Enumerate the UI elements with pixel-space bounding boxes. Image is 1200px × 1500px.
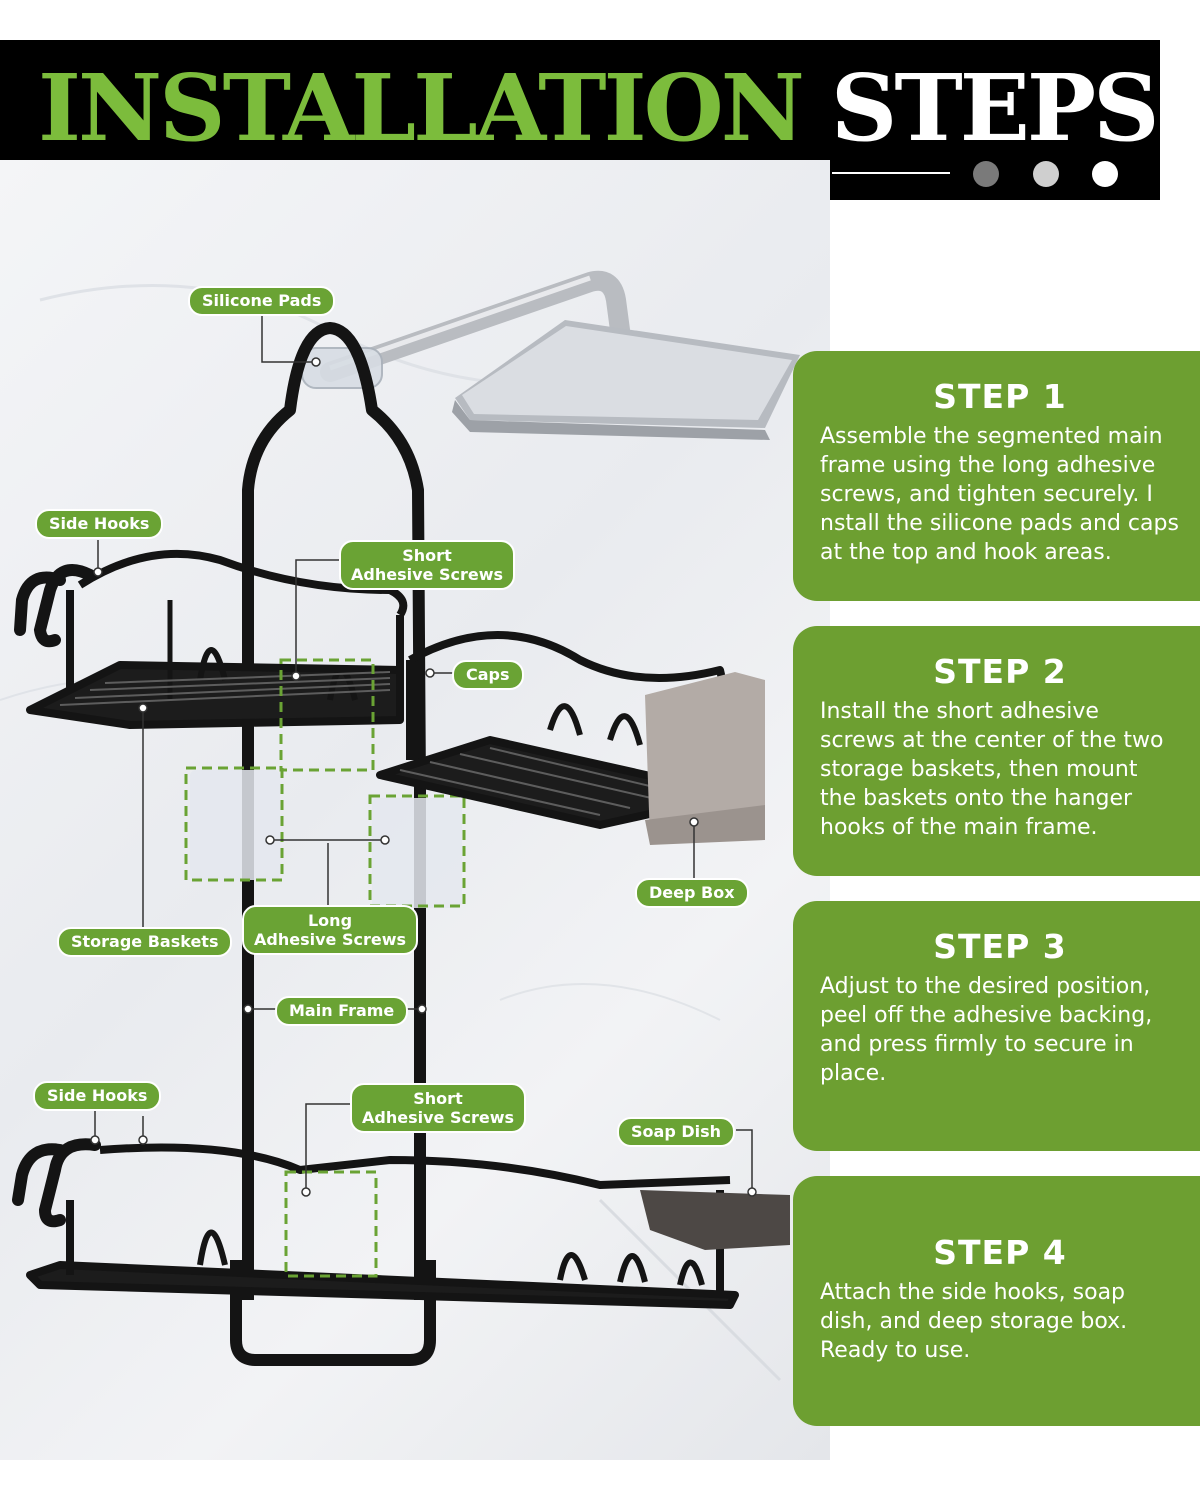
upper-left-basket: [26, 549, 408, 729]
title-word-installation: INSTALLATION: [38, 54, 805, 162]
dot-light: [1033, 161, 1059, 187]
dot-white: [1092, 161, 1118, 187]
label-caps: Caps: [452, 660, 524, 690]
side-hook-bottom: [38, 1138, 101, 1228]
lower-basket: [26, 1143, 739, 1309]
deep-box: [645, 672, 765, 840]
title-word-steps: STEPS: [830, 54, 1160, 162]
label-deep-box: Deep Box: [635, 878, 749, 908]
step-2-title: STEP 2: [933, 652, 1067, 691]
label-short-screws-bottom-line1: Short: [413, 1089, 463, 1108]
short-screw-marker-bottom: [284, 1170, 378, 1278]
label-short-screws-top: Short Adhesive Screws: [339, 540, 515, 590]
dot-dark: [973, 161, 999, 187]
step-1-title: STEP 1: [933, 377, 1067, 416]
label-soap-dish: Soap Dish: [617, 1117, 736, 1147]
label-long-screws: Long Adhesive Screws: [242, 905, 418, 955]
shower-caddy-illustration: [0, 270, 800, 1382]
label-short-screws-top-line2: Adhesive Screws: [351, 565, 503, 584]
label-short-screws-top-line1: Short: [402, 546, 452, 565]
label-short-screws-bottom-line2: Adhesive Screws: [362, 1108, 514, 1127]
side-hook-top: [33, 564, 96, 648]
label-long-screws-line1: Long: [307, 911, 353, 930]
header-banner: INSTALLATION STEPS: [0, 40, 1160, 200]
label-long-screws-line2: Adhesive Screws: [254, 930, 406, 949]
long-screw-marker-right: [368, 794, 466, 908]
step-3-title: STEP 3: [933, 927, 1067, 966]
label-side-hooks-bottom: Side Hooks: [33, 1081, 162, 1111]
step-3-panel: STEP 3 Adjust to the desired position, p…: [793, 901, 1200, 1151]
step-4-title: STEP 4: [933, 1233, 1067, 1272]
step-1-text: Assemble the segmented main frame using …: [820, 424, 1179, 565]
step-4-text: Attach the side hooks, soap dish, and de…: [820, 1280, 1128, 1363]
soap-dish: [640, 1190, 790, 1250]
banner-divider-line: [832, 172, 950, 174]
product-photo: [0, 160, 830, 1460]
label-side-hooks-top: Side Hooks: [35, 509, 164, 539]
shower-arm: [320, 270, 630, 382]
step-2-text: Install the short adhesive screws at the…: [820, 699, 1164, 840]
label-short-screws-bottom: Short Adhesive Screws: [350, 1083, 526, 1133]
step-2-panel: STEP 2 Install the short adhesive screws…: [793, 626, 1200, 876]
page-title: INSTALLATION STEPS: [38, 58, 1160, 158]
label-storage-baskets: Storage Baskets: [57, 927, 233, 957]
short-screw-marker-top: [279, 658, 375, 772]
long-screw-marker-left: [184, 766, 284, 882]
step-3-text: Adjust to the desired position, peel off…: [820, 974, 1153, 1086]
step-1-panel: STEP 1 Assemble the segmented main frame…: [793, 351, 1200, 601]
label-main-frame: Main Frame: [275, 996, 409, 1026]
main-frame: [242, 322, 426, 791]
label-silicone-pads: Silicone Pads: [188, 286, 336, 316]
step-4-panel: STEP 4 Attach the side hooks, soap dish,…: [793, 1176, 1200, 1426]
